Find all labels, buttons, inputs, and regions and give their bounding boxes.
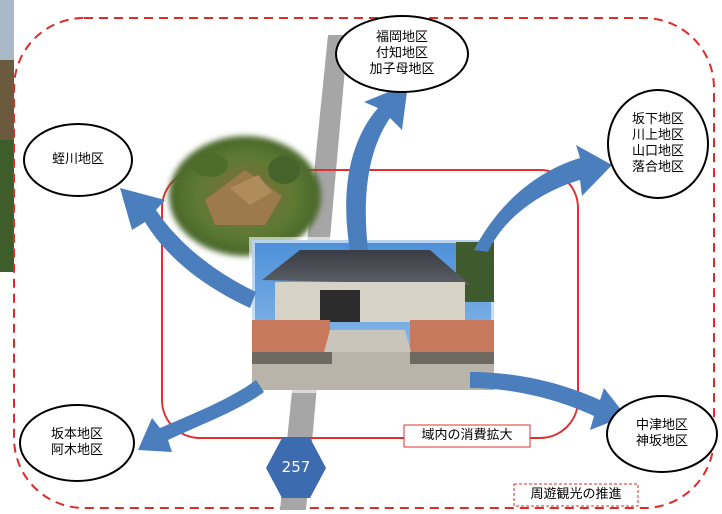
district-label: 福岡地区 [375, 30, 428, 45]
district-label: 落合地区 [631, 160, 684, 175]
arrows [120, 84, 626, 452]
district-ellipse-northeast [607, 89, 709, 199]
outer-label-box [513, 483, 639, 507]
district-label: 川上地区 [631, 128, 684, 143]
district-label: 加子母地区 [369, 62, 435, 77]
inner-label-box [403, 424, 531, 448]
district-label: 山口地区 [631, 144, 684, 159]
arrow-to-north-districts [346, 84, 408, 250]
museum-photo [249, 237, 497, 393]
north-districts-text: 福岡地区 付知地区 加子母地区 [342, 24, 462, 84]
arrow-to-southeast-districts [470, 372, 626, 430]
outer-label: 周遊観光の推進 [530, 487, 622, 502]
inner-label: 域内の消費拡大 [421, 428, 513, 443]
route-sign [266, 438, 326, 498]
arrow-to-southwest-districts [138, 380, 264, 452]
district-ellipse-southwest [19, 404, 135, 482]
arrow-to-west-district [120, 188, 256, 308]
district-label: 神坂地区 [635, 434, 688, 449]
district-ellipse-southeast [606, 395, 718, 473]
arrow-to-northeast-districts [474, 145, 612, 252]
left-edge-photo [0, 0, 14, 272]
castle-ruins-photo [169, 136, 321, 256]
district-label: 蛭川地区 [51, 152, 104, 167]
outer-region-border [13, 17, 715, 509]
district-label: 阿木地区 [50, 443, 103, 458]
district-ellipse-north [335, 15, 469, 93]
district-label: 付知地区 [375, 46, 428, 61]
southwest-districts-text: 坂本地区 阿木地区 [27, 425, 127, 461]
district-ellipse-west [23, 123, 133, 197]
west-districts-text: 蛭川地区 [28, 146, 128, 174]
route-number: 257 [281, 458, 311, 476]
southeast-districts-text: 中津地区 神坂地区 [612, 416, 712, 452]
district-label: 坂下地区 [631, 112, 684, 127]
northeast-districts-text: 坂下地区 川上地区 山口地区 落合地区 [612, 106, 704, 182]
inner-region-border [161, 169, 579, 439]
district-label: 坂本地区 [50, 427, 103, 442]
district-label: 中津地区 [635, 418, 688, 433]
